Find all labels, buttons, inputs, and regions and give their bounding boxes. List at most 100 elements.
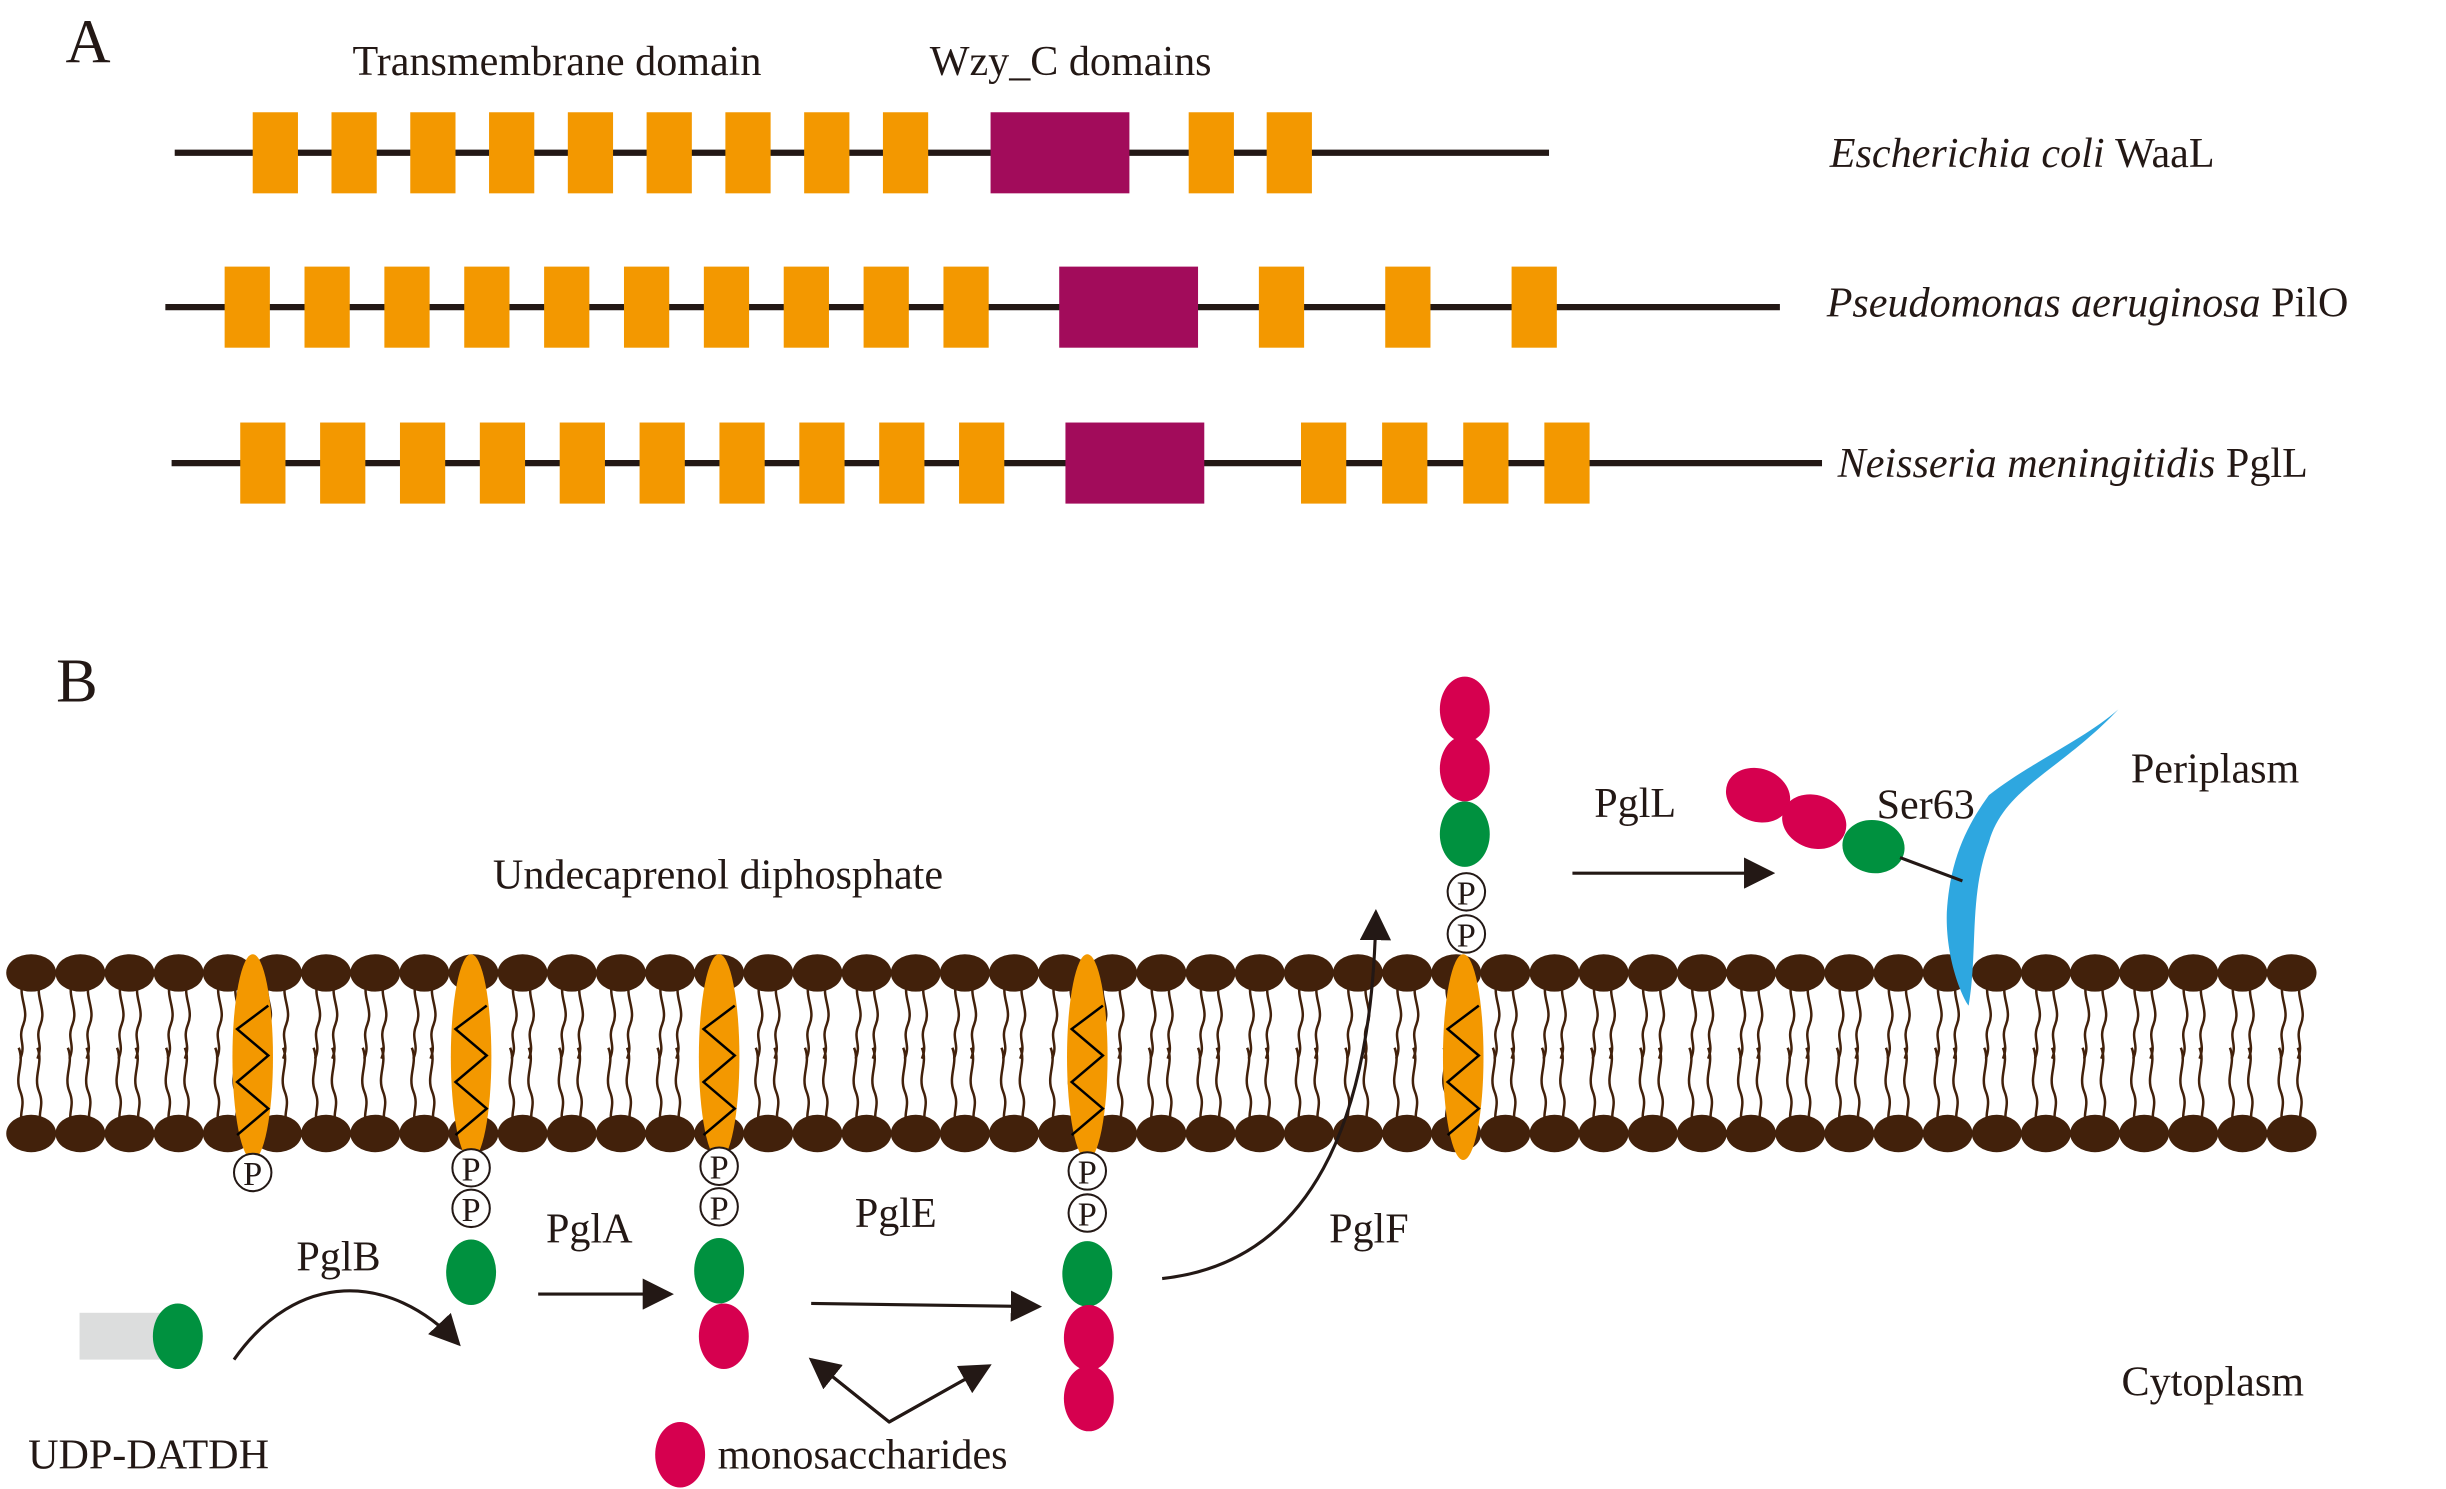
lipid-tail: [1343, 1047, 1352, 1127]
lipid-tail: [183, 1047, 191, 1127]
sugar-datdh: [446, 1239, 497, 1306]
transmembrane-domain: [863, 266, 909, 348]
domain-track: [165, 266, 1780, 348]
undecaprenol-carriers: [232, 954, 1484, 1161]
lipid-head-outer: [153, 954, 204, 992]
transmembrane-domain: [1266, 112, 1312, 194]
lipid-tail: [2001, 980, 2010, 1060]
lipid-tail: [281, 980, 290, 1060]
lipid-head-outer: [350, 954, 401, 992]
phosphate: P: [1446, 872, 1487, 912]
legend-transmembrane-domain: Transmembrane domain: [353, 38, 762, 85]
transmembrane-domain: [639, 422, 685, 504]
phosphate-circle: [1067, 1193, 1108, 1233]
lipid-head-inner: [399, 1114, 450, 1153]
lipid-head-inner: [55, 1114, 106, 1153]
lipid-tail: [330, 1047, 339, 1127]
lipid-tail: [1706, 1047, 1714, 1127]
lipid-tail: [1736, 1047, 1745, 1127]
lipid-tail: [576, 1047, 584, 1127]
lipid-head-inner: [1529, 1114, 1580, 1153]
pglb-arrow: [232, 1289, 461, 1361]
transmembrane-domain: [224, 266, 270, 348]
lipid-tail: [2082, 980, 2091, 1060]
protein-name: WaaL: [2115, 130, 2214, 177]
isoprenoid-chain: [1067, 954, 1108, 1161]
transmembrane-domain: [399, 422, 446, 504]
lipid-tail: [313, 980, 322, 1060]
lipid-tail: [675, 980, 683, 1060]
lipid-tail: [657, 980, 666, 1060]
lipid-tail: [674, 1047, 683, 1127]
lipid-tail: [1296, 980, 1304, 1060]
transmembrane-domain: [719, 422, 765, 504]
isoprenoid-chain: [232, 954, 273, 1161]
lipid-tail: [429, 980, 437, 1060]
panel-a-label: A: [66, 7, 111, 76]
lipid-tail: [1984, 980, 1992, 1060]
phosphate-symbol: P: [462, 1150, 481, 1188]
phosphate: P: [699, 1146, 739, 1187]
lipid-tail: [134, 1047, 142, 1127]
lipid-tail: [1509, 1047, 1518, 1127]
lipid-head-inner: [1824, 1114, 1875, 1153]
lipid-tail: [1411, 1047, 1420, 1127]
transferred-sugar-green: [1842, 819, 1905, 874]
isoprenoid-chain: [698, 954, 740, 1161]
lipid-tail: [1854, 980, 1862, 1060]
lipid-tail: [164, 1047, 172, 1127]
lipid-head-inner: [1332, 1114, 1383, 1153]
lipid-tail: [1116, 1047, 1125, 1127]
lipid-tail: [1952, 980, 1960, 1060]
phosphate-symbol: P: [1078, 1153, 1097, 1191]
lipid-tail: [608, 980, 617, 1060]
lipid-tail: [1001, 980, 1010, 1060]
cytoplasm-label: Cytoplasm: [2122, 1358, 2305, 1405]
lipid-head-outer: [1775, 954, 1826, 992]
lipid-tail: [1394, 980, 1403, 1060]
sugar-monosaccharide: [1439, 676, 1490, 743]
lipid-head-inner: [350, 1114, 401, 1153]
phosphate-symbol: P: [462, 1191, 481, 1229]
pglf-label: PglF: [1329, 1206, 1409, 1253]
lipid-tail: [1264, 1047, 1272, 1127]
phosphate: P: [451, 1148, 491, 1188]
lipid-tail: [1638, 1047, 1647, 1127]
lipid-tail: [527, 980, 535, 1060]
lipid-tail: [1853, 1047, 1862, 1127]
transmembrane-domain: [559, 422, 605, 504]
zigzag-chain: [235, 1004, 271, 1137]
lipid-tail: [2296, 980, 2304, 1060]
lipid-tail: [772, 1047, 781, 1127]
lipid-head-inner: [2119, 1114, 2170, 1153]
undecaprenol-carrier: [450, 954, 492, 1161]
undecaprenol-carrier: [698, 954, 740, 1161]
lipid-tail: [2181, 980, 2189, 1060]
lipid-tail: [803, 1047, 811, 1127]
lipid-head-inner: [1185, 1114, 1236, 1153]
legend-wzy-c-domains: Wzy_C domains: [930, 38, 1212, 85]
lipid-tail: [311, 1047, 320, 1127]
lipid-head-inner: [989, 1114, 1039, 1153]
lipid-tail: [969, 1047, 977, 1127]
wzy-c-domain: [1065, 422, 1205, 504]
lipid-tail: [1247, 980, 1255, 1060]
arrow-right-head: [888, 1364, 992, 1424]
lipid-head-outer: [1971, 954, 2022, 992]
transmembrane-domain: [331, 112, 377, 194]
protein-label-ecoli-waal: Escherichia coli WaaL: [1829, 130, 2215, 177]
ser63-glycosidic-bond: [1899, 856, 1963, 883]
lipid-head-inner: [792, 1114, 843, 1153]
lipid-head-outer: [939, 954, 990, 992]
transmembrane-domain: [799, 422, 845, 504]
protein-label-paeruginosa-pilo: Pseudomonas aeruginosa PilO: [1826, 280, 2349, 327]
datdh-sugar: [152, 1303, 203, 1369]
lipid-tail: [1147, 1047, 1155, 1127]
transmembrane-domain: [804, 112, 850, 194]
lipid-tail: [854, 980, 862, 1060]
monosaccharide-feed-arrows: [810, 1358, 990, 1424]
lipid-tail: [1149, 980, 1157, 1060]
sugar-monosaccharide: [1063, 1365, 1114, 1432]
monosaccharide-legend-icon: [655, 1421, 706, 1488]
lipid-tail: [1689, 980, 1698, 1060]
